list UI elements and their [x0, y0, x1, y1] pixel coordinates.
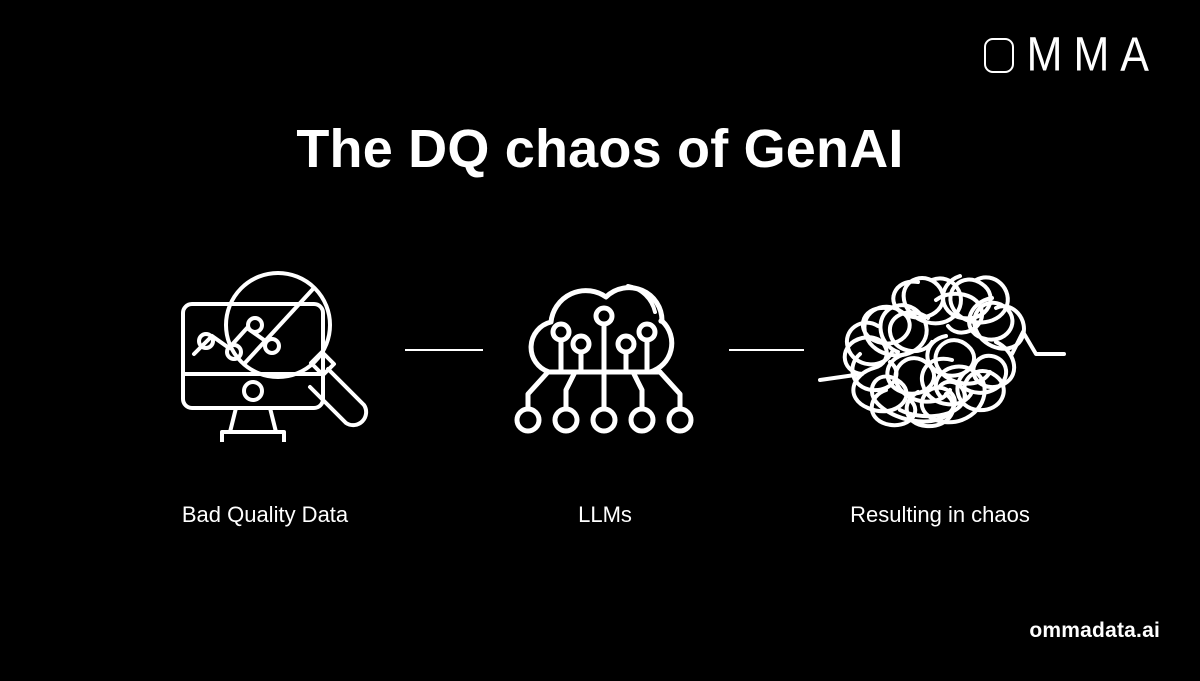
step-label-resulting-in-chaos: Resulting in chaos [850, 502, 1030, 527]
process-flow [0, 262, 1200, 446]
step-icon-bad-quality-data [150, 262, 400, 446]
step-icon-llms [505, 262, 705, 442]
connector-1 [405, 349, 483, 351]
monitor-chart-magnifier-icon [181, 271, 369, 446]
tangled-scribble-icon [818, 274, 1066, 429]
page-title: The DQ chaos of GenAI [296, 119, 904, 179]
cloud-circuit-nodes-icon [514, 284, 694, 434]
step-label-llms: LLMs [578, 502, 632, 527]
footer-website-url[interactable]: ommadata.ai [1029, 619, 1160, 642]
brand-logo-text: MMA [1026, 27, 1160, 82]
connector-2 [729, 349, 804, 351]
brand-logo: MMA [983, 27, 1160, 82]
rounded-square-o-icon [983, 37, 1014, 73]
step-icon-resulting-in-chaos [800, 262, 1080, 442]
step-label-bad-quality-data: Bad Quality Data [181, 502, 349, 527]
